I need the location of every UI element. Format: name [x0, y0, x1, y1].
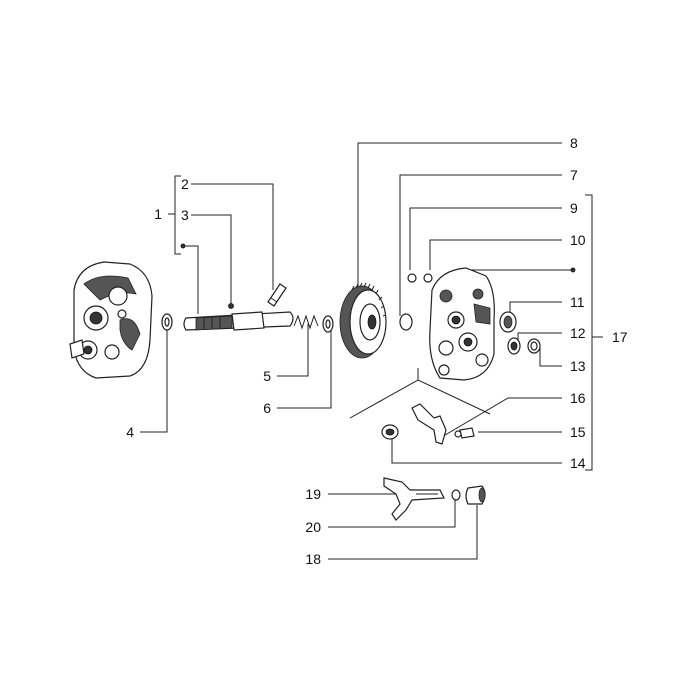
- bracket-dot: [180, 243, 186, 249]
- callout-12: 12: [570, 325, 586, 341]
- gearbox-housing: [69, 261, 153, 379]
- gear-8: [339, 282, 387, 359]
- selector-lever-16: [411, 403, 447, 445]
- callout-8: 8: [570, 135, 578, 151]
- callout-7: 7: [570, 167, 578, 183]
- spring-5: [293, 314, 319, 330]
- leader-lines: [140, 142, 603, 560]
- callout-19: 19: [305, 486, 321, 502]
- bushing-13: [527, 338, 541, 354]
- callout-4: 4: [126, 424, 134, 440]
- callout-16: 16: [570, 390, 586, 406]
- callout-5: 5: [263, 368, 271, 384]
- callout-2: 2: [181, 176, 189, 192]
- pin-2: [267, 283, 287, 307]
- callout-1: 1: [154, 206, 162, 222]
- bushing-14: [381, 424, 399, 440]
- callout-6: 6: [263, 400, 271, 416]
- callout-11: 11: [570, 294, 585, 310]
- cover-dot: [570, 267, 576, 273]
- callout-14: 14: [570, 455, 586, 471]
- callout-13: 13: [570, 358, 586, 374]
- callout-3: 3: [181, 207, 189, 223]
- o-rings-9-10: [407, 273, 433, 283]
- ring-20: [451, 489, 461, 501]
- washer-6: [322, 315, 334, 333]
- callout-15: 15: [570, 424, 586, 440]
- bearing-11: [499, 311, 517, 333]
- splined-shaft: [183, 303, 294, 331]
- pin-15: [454, 427, 475, 439]
- bearing-12: [507, 337, 521, 355]
- callout-labels: 1 2 3 4 5 6 8 7 9 10 11 12 13 16 15 14 1…: [126, 135, 628, 567]
- nut-18: [465, 485, 486, 505]
- callout-10: 10: [570, 232, 586, 248]
- callout-20: 20: [305, 519, 321, 535]
- callout-9: 9: [570, 200, 578, 216]
- washer-7: [399, 313, 413, 331]
- gearbox-cover: [429, 267, 495, 381]
- callout-17: 17: [612, 329, 628, 345]
- selector-fork-19: [383, 477, 445, 521]
- washer-4: [161, 313, 173, 331]
- callout-18: 18: [305, 551, 321, 567]
